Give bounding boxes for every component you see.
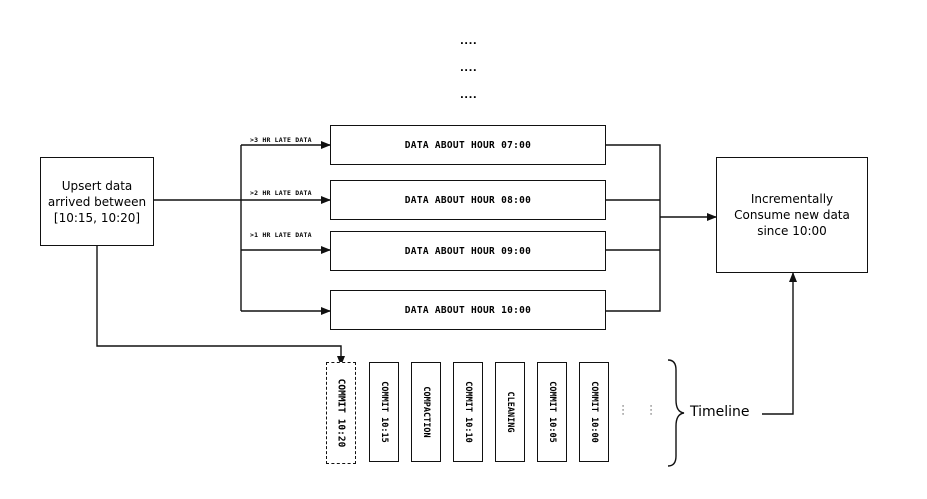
late-label-2hr: >2 HR LATE DATA [250, 189, 312, 197]
partition-label: DATA ABOUT HOUR 08:00 [404, 194, 532, 206]
consumer-label: Incrementally Consume new data since 10:… [734, 192, 850, 238]
instant-label: COMMIT 10:10 [463, 381, 473, 443]
timeline-instant-commit-1010: COMMIT 10:10 [453, 362, 483, 462]
partition-hour-10: DATA ABOUT HOUR 10:00 [330, 290, 606, 330]
instant-label: COMMIT 10:15 [379, 381, 389, 443]
partition-label: DATA ABOUT HOUR 09:00 [404, 245, 532, 257]
timeline-instant-commit-1015: COMMIT 10:15 [369, 362, 399, 462]
source-label: Upsert data arrived between [10:15, 10:2… [47, 178, 147, 225]
source-box: Upsert data arrived between [10:15, 10:2… [40, 157, 154, 246]
timeline-ellipsis-2: ··· [649, 402, 653, 420]
consumer-box: Incrementally Consume new data since 10:… [716, 157, 868, 273]
instant-label: COMMIT 10:00 [589, 381, 599, 443]
timeline-instant-cleaning: CLEANING [495, 362, 525, 462]
fanin-bus-line [606, 144, 661, 312]
partition-hour-07: DATA ABOUT HOUR 07:00 [330, 125, 606, 165]
arrow-timeline-to-consumer [762, 272, 797, 415]
timeline-ellipsis-1: ··· [621, 402, 625, 420]
arrow-to-commit-1020 [96, 246, 345, 366]
partition-label: DATA ABOUT HOUR 07:00 [404, 139, 532, 151]
timeline-instant-commit-1020: COMMIT 10:20 [326, 362, 356, 464]
top-ellipsis-3: .... [460, 90, 478, 101]
timeline-brace [667, 359, 685, 467]
instant-label: COMMIT 10:20 [335, 378, 347, 448]
late-label-3hr: >3 HR LATE DATA [250, 136, 312, 144]
top-ellipsis-2: .... [460, 63, 478, 74]
timeline-instant-commit-1005: COMMIT 10:05 [537, 362, 567, 462]
timeline-instant-compaction: COMPACTION [411, 362, 441, 462]
timeline-instant-commit-1000: COMMIT 10:00 [579, 362, 609, 462]
partition-hour-08: DATA ABOUT HOUR 08:00 [330, 180, 606, 220]
instant-label: CLEANING [505, 391, 515, 433]
partition-hour-09: DATA ABOUT HOUR 09:00 [330, 231, 606, 271]
partition-label: DATA ABOUT HOUR 10:00 [404, 304, 532, 316]
instant-label: COMMIT 10:05 [547, 381, 557, 443]
late-label-1hr: >1 HR LATE DATA [250, 231, 312, 239]
top-ellipsis-1: .... [460, 36, 478, 47]
timeline-label: Timeline [690, 404, 750, 420]
instant-label: COMPACTION [421, 386, 431, 438]
